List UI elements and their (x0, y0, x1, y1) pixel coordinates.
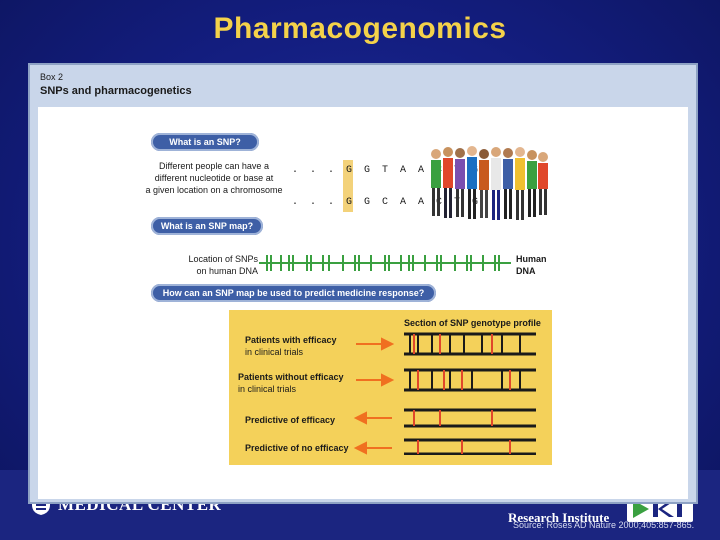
question-snp-map: What is an SNP map? (151, 217, 263, 235)
dna-strand (259, 255, 511, 271)
box-title: SNPs and pharmacogenetics (40, 85, 192, 97)
ki-logo (627, 496, 693, 522)
sequence-two: . . . G G C A A C T G . . . (292, 197, 536, 208)
research-institute-text: Research Institute (508, 510, 610, 525)
profile-title: Section of SNP genotype profile (404, 318, 541, 328)
genotype-profiles (353, 332, 536, 455)
source-citation: Source: Roses AD Nature 2000;405:857-865… (513, 520, 695, 530)
snp-description: Different people can have a different nu… (145, 161, 283, 195)
row-label-predictive-no-efficacy: Predictive of no efficacy (245, 443, 349, 453)
question-what-is-snp: What is an SNP? (151, 133, 259, 151)
people-illustration (431, 146, 548, 220)
human-dna-label: Human DNA (516, 254, 547, 276)
sequence-one: . . . G G T A A C T G . . . (292, 165, 536, 176)
row-label-predictive-efficacy: Predictive of efficacy (245, 415, 336, 425)
snp-location-label: Location of SNPs on human DNA (188, 254, 258, 276)
slide-title: Pharmacogenomics (213, 12, 507, 45)
question-predict-response: How can an SNP map be used to predict me… (151, 284, 436, 302)
snp-highlight (343, 160, 353, 212)
box-label: Box 2 (40, 72, 64, 82)
